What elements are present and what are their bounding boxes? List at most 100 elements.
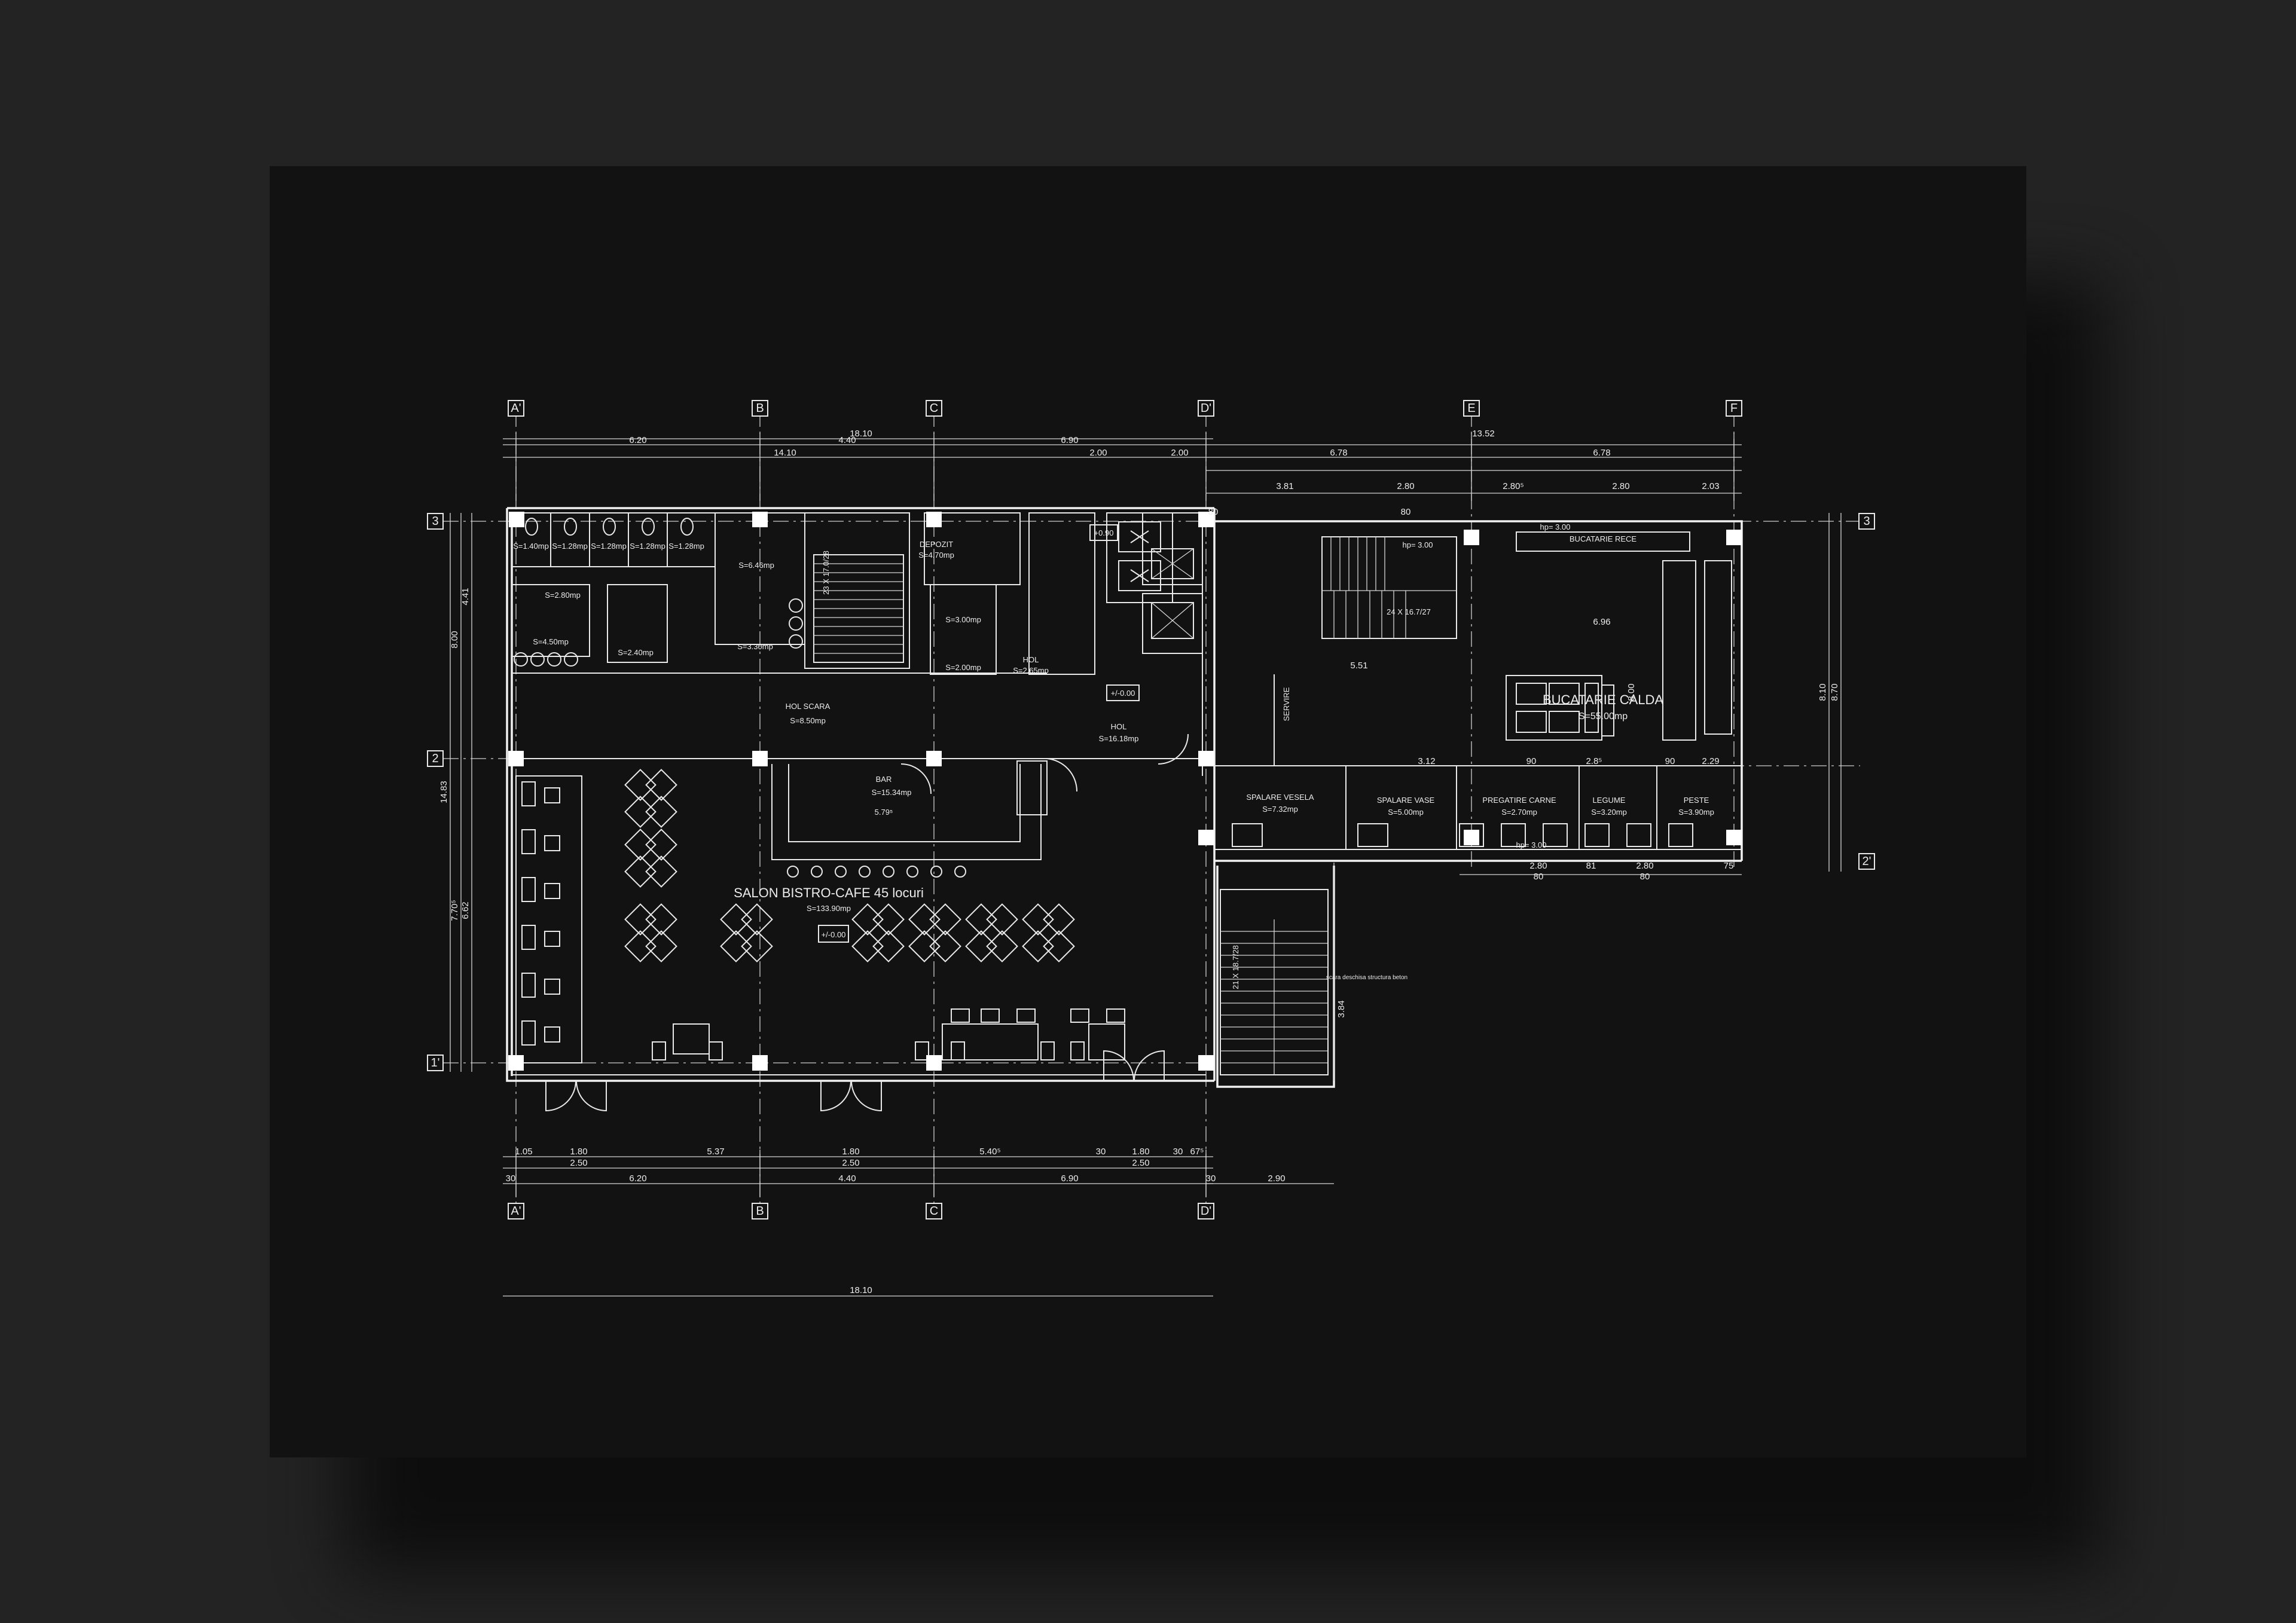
dim-bot-1: 1.05 [515, 1147, 532, 1157]
stair-low: 21 X 18.7/28 [1231, 945, 1240, 989]
axis-bubbles-top: A' B C D' E F [508, 400, 1742, 417]
dim-k-9: 2.29 [1702, 756, 1719, 766]
axis-label-3-right: 3 [1863, 515, 1870, 528]
building-walls [506, 507, 1743, 1088]
hp-small: hp= 3.00 [1516, 840, 1547, 849]
level-markers [818, 524, 1140, 943]
dim-bot-3: 5.37 [707, 1147, 724, 1157]
axis-label-c-top: C [930, 402, 938, 415]
wc-small2-area: S=3.30mp [737, 642, 773, 651]
elevator-shafts [1142, 512, 1203, 654]
room-labels: S=1.40mp S=1.28mp S=1.28mp S=1.28mp S=1.… [513, 522, 1714, 989]
dim-left-2: 4.41 [460, 588, 471, 605]
dim-bot-4: 1.80 [842, 1147, 859, 1157]
dim-k-10: 8.00 [1626, 683, 1636, 701]
hol-scara-area: S=8.50mp [790, 716, 826, 725]
axis-bubbles-bottom: A' B C D' [508, 1203, 1214, 1219]
salon-level: +/-0.00 [822, 930, 846, 939]
dim-top-r3-2: 2.00 [1089, 448, 1107, 458]
wc-staff2-area: S=2.00mp [945, 663, 981, 672]
depozit-area: S=4.70mp [918, 551, 954, 560]
axis-label-b-bottom: B [756, 1205, 764, 1218]
dim-bot-total: 18.10 [850, 1285, 872, 1295]
dim-left-total: 14.83 [439, 781, 449, 803]
dim-bot-r2-5: 30 [1206, 1173, 1216, 1184]
axis-label-a-top: A' [511, 402, 521, 415]
hol-label: HOL [1111, 722, 1127, 731]
holl-label: HOL [1023, 655, 1039, 664]
dimension-lines-bottom: 1.05 1.80 5.37 1.80 5.40⁵ 30 1.80 30 67⁵… [503, 1147, 1334, 1297]
toilets-block [511, 512, 1173, 675]
dim-bot-1b-1: 2.50 [570, 1158, 587, 1168]
legume-label: LEGUME [1593, 796, 1626, 805]
stair-main: 23 X 17.0/28 [822, 551, 831, 595]
axis-label-2-left: 2 [432, 752, 438, 765]
hol-area: S=16.18mp [1099, 734, 1139, 743]
bucatarie-calda-label: BUCATARIE CALDA [1543, 692, 1663, 707]
wc-small-area: S=2.40mp [618, 648, 654, 657]
dim-top-r3-5: 6.78 [1593, 448, 1610, 458]
bucatarie-rece-h: hp= 3.00 [1540, 522, 1571, 531]
dim-bot-6: 30 [1096, 1147, 1106, 1157]
hol-scara-label: HOL SCARA [786, 702, 831, 711]
spalare-vase-label: SPALARE VASE [1377, 796, 1435, 805]
dim-bot-r2-6: 2.90 [1268, 1173, 1285, 1184]
dim-k-7: 2.8⁵ [1586, 756, 1602, 766]
axis-bubbles-sides: 3 2 1' 3 2' [427, 513, 1875, 1071]
floor-plan: A' B C D' E F A' B C D' 3 2 1' 3 2' [427, 400, 1875, 1297]
hp-kitchen: hp= 3.00 [1403, 540, 1433, 549]
salon-area: S=133.90mp [807, 904, 851, 913]
peste-label: PESTE [1684, 796, 1709, 805]
dim-top-r4-5: 2.03 [1702, 481, 1719, 491]
dim-bot-9: 67⁵ [1190, 1147, 1204, 1157]
bucatarie-calda-area: S=55.00mp [1578, 711, 1628, 722]
dim-top-r4-2: 2.80 [1397, 481, 1414, 491]
dim-top-r3-1: 14.10 [774, 448, 796, 458]
kitchen-equipment [1232, 531, 1732, 849]
dim-top-r4-4: 2.80 [1612, 481, 1629, 491]
dim-k-2: 80 [1401, 507, 1411, 517]
dim-l-2: 80 [1534, 872, 1544, 882]
open-stair-note: scara deschisa structura beton [1326, 974, 1407, 981]
dim-right-total: 8.70 [1830, 683, 1840, 701]
entrance-doors [545, 733, 1189, 1112]
wc-area-1: S=1.40mp [513, 542, 549, 551]
dim-top-1: 6.20 [629, 435, 646, 445]
grid-lines [443, 411, 1860, 1206]
dim-bot-2: 1.80 [570, 1147, 587, 1157]
dim-k-3: 6.96 [1593, 617, 1610, 627]
dimension-lines-sides: 14.83 8.00 4.41 7.70⁵ 6.62 8.70 8.10 [439, 513, 1842, 1072]
elev-level: +0.90 [1094, 528, 1114, 537]
dim-l-7: 3.84 [1336, 1000, 1347, 1017]
lobby-small-area: S=4.50mp [533, 637, 569, 646]
dim-k-1: 80 [1208, 507, 1219, 517]
drawing-sheet: A' B C D' E F A' B C D' 3 2 1' 3 2' [270, 166, 2026, 1457]
dim-k-8: 90 [1665, 756, 1675, 766]
dim-top-r3-4: 6.78 [1330, 448, 1347, 458]
pregatire-carne-area: S=2.70mp [1501, 808, 1537, 817]
dim-left-1: 8.00 [450, 631, 460, 648]
legume-area: S=3.20mp [1591, 808, 1627, 817]
bar-area: S=15.34mp [872, 788, 912, 797]
dim-bot-1b-3: 2.50 [1132, 1158, 1149, 1168]
dim-l-1: 2.80 [1529, 861, 1547, 871]
dim-l-3: 81 [1586, 861, 1596, 871]
dim-right-part: 8.10 [1818, 683, 1828, 701]
salon-furniture [515, 769, 1125, 1063]
bar-counter [771, 760, 1048, 878]
wc-hall-area: S=2.80mp [545, 591, 581, 600]
axis-label-f-top: F [1730, 402, 1738, 415]
staircases [813, 536, 1457, 1075]
axis-label-e-top: E [1467, 402, 1475, 415]
dim-bot-7: 1.80 [1132, 1147, 1149, 1157]
dim-top-total: 18.10 [850, 429, 872, 439]
axis-label-c-bottom: C [930, 1205, 938, 1218]
dim-bot-1b-2: 2.50 [842, 1158, 859, 1168]
salon-label: SALON BISTRO-CAFE 45 locuri [734, 885, 924, 900]
dim-k-6: 90 [1526, 756, 1537, 766]
dim-k-4: 5.51 [1350, 661, 1367, 671]
wc-area-5: S=1.28mp [668, 542, 704, 551]
dim-l-6: 75 [1724, 861, 1734, 871]
dim-top-r4-3: 2.80⁵ [1503, 481, 1523, 491]
dim-bot-5: 5.40⁵ [979, 1147, 1000, 1157]
